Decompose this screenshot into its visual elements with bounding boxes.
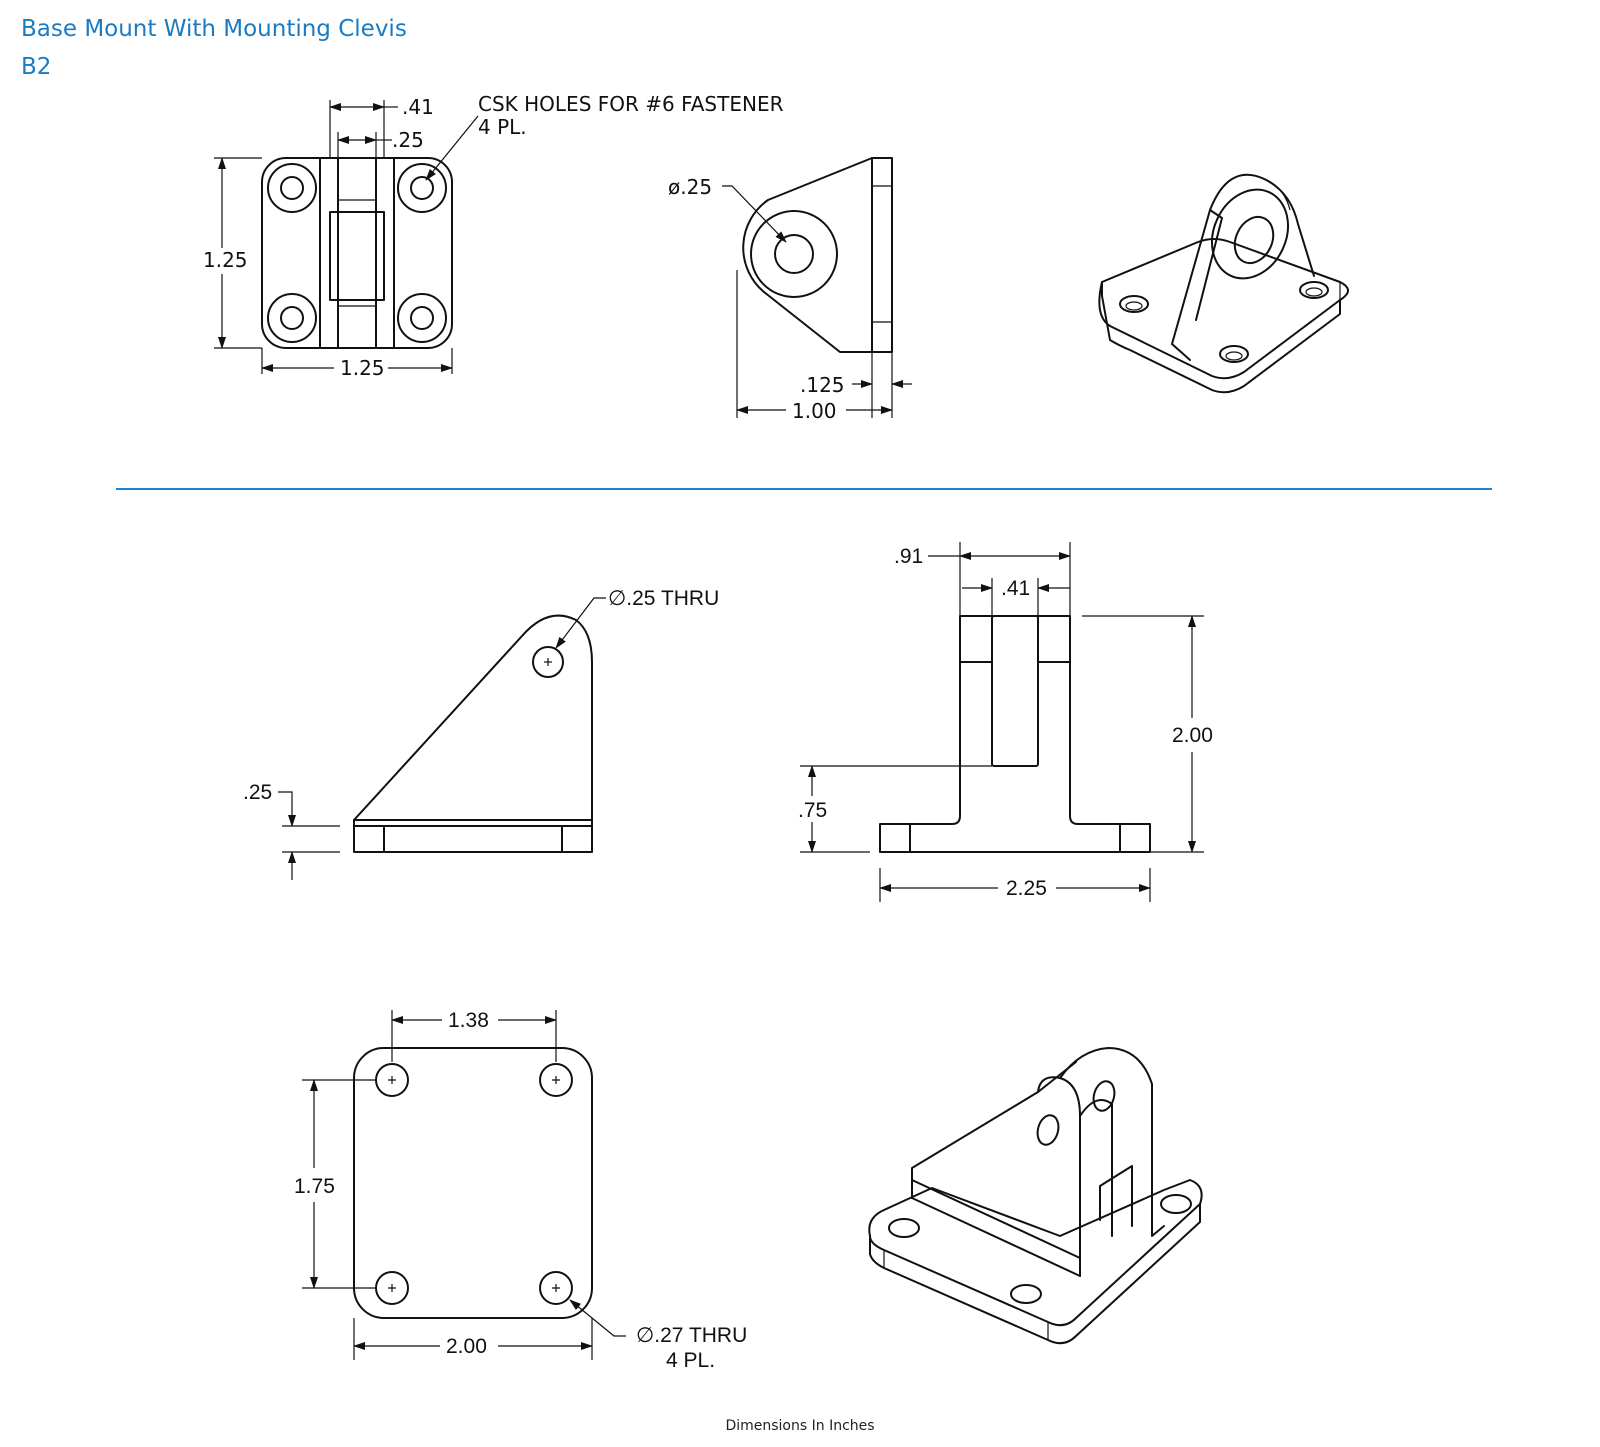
dim-clevis-slot-width: .41	[1001, 577, 1030, 600]
top-isometric-view	[1098, 173, 1349, 394]
bottom-plan-view	[302, 1010, 626, 1360]
page-title: Base Mount With Mounting Clevis	[21, 16, 407, 42]
bottom-side-view	[278, 597, 606, 880]
dim-base-thickness: .25	[243, 781, 272, 804]
dim-overall-height: 2.00	[1172, 724, 1213, 747]
dim-plate-thickness: .125	[800, 373, 845, 397]
plan-hole-note-line2: 4 PL.	[666, 1349, 715, 1372]
dim-length: 1.00	[792, 399, 837, 423]
bottom-isometric-view	[868, 1047, 1203, 1345]
dim-hole-spacing-y: 1.75	[294, 1175, 335, 1198]
csk-note-line2: 4 PL.	[478, 115, 527, 139]
dim-height: 1.25	[203, 248, 248, 272]
dim-clevis-inner: .25	[392, 128, 424, 152]
model-code: B2	[21, 54, 52, 80]
dim-clevis-outer-width: .91	[894, 545, 923, 568]
dim-plate-width: 2.00	[446, 1335, 487, 1358]
dim-hole-diameter: ø.25	[668, 175, 712, 199]
dim-width: 1.25	[340, 356, 385, 380]
dim-slot-height: .75	[798, 799, 827, 822]
bottom-side-hole-note: ∅.25 THRU	[608, 587, 719, 610]
csk-note-line1: CSK HOLES FOR #6 FASTENER	[478, 92, 784, 116]
plan-hole-note-line1: ∅.27 THRU	[636, 1324, 747, 1347]
bottom-front-view	[800, 542, 1204, 902]
top-side-view	[722, 157, 912, 418]
dim-base-width: 2.25	[1006, 877, 1047, 900]
section-divider	[116, 488, 1492, 490]
top-front-view	[214, 100, 479, 374]
dim-hole-spacing-x: 1.38	[448, 1009, 489, 1032]
dim-clevis-outer: .41	[402, 95, 434, 119]
units-note: Dimensions In Inches	[725, 1418, 875, 1434]
